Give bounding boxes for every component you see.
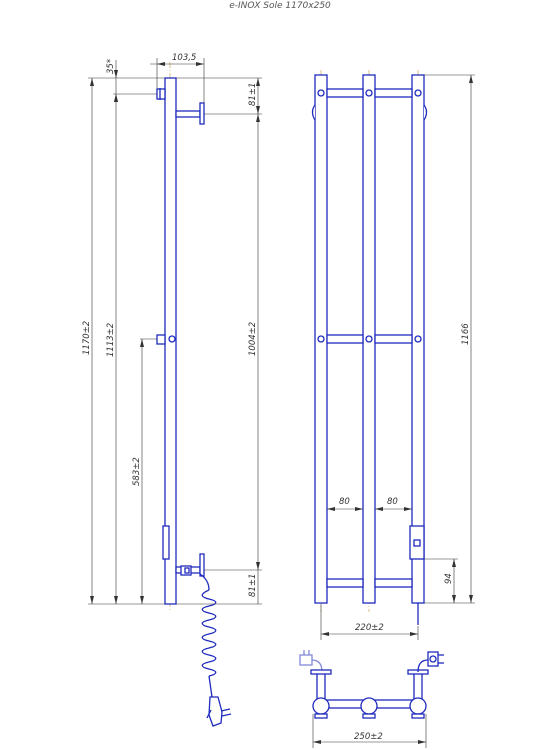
top-view-dimensions: 250±2	[312, 714, 427, 748]
side-top-stub	[175, 102, 205, 125]
dim-rail-gap-left: 80	[339, 497, 350, 507]
dim-heater-box-height: 94	[444, 573, 454, 584]
front-crossbar-top-right	[374, 88, 413, 98]
front-crossbar-top-left	[326, 88, 364, 98]
plug-icon	[206, 696, 232, 727]
dim-top-offset: 35*	[106, 59, 116, 74]
side-top-bracket	[156, 88, 166, 100]
front-crossbar-bottom-left	[326, 578, 364, 588]
side-view	[156, 62, 232, 727]
side-dimensions: 1170±2 1113±2 583±2 35* 103,5 81±1	[82, 53, 262, 605]
front-crossbar-middle-right	[374, 334, 413, 344]
side-middle-bracket	[156, 334, 176, 345]
front-dimensions: 1166 80 80 94 220±2	[320, 74, 475, 640]
front-crossbar-middle-left	[326, 334, 364, 344]
dim-rail-gap-right: 80	[387, 497, 398, 507]
dim-mount-spacing: 1004±2	[248, 322, 258, 356]
dim-total-height: 1170±2	[82, 321, 92, 355]
dim-overall-width: 250±2	[354, 732, 383, 742]
side-heater-box	[162, 525, 170, 560]
dim-upper-offset: 81±1	[248, 83, 258, 106]
top-view	[299, 650, 444, 719]
dim-rail-height: 1166	[461, 323, 471, 345]
drawing-title: e-INOX Sole 1170x250	[229, 1, 331, 11]
side-bottom-stub	[175, 553, 205, 577]
dim-center-distance: 220±2	[355, 623, 384, 633]
dim-upper-mount-height: 1113±2	[106, 323, 116, 357]
top-view-left-connector	[299, 650, 323, 673]
top-view-right-connector	[417, 651, 444, 673]
coiled-cable	[199, 573, 217, 698]
dim-side-depth: 103,5	[172, 53, 196, 63]
front-view	[311, 70, 428, 625]
dim-lower-offset: 81±1	[248, 574, 258, 597]
dim-lower-mount-height: 583±2	[132, 457, 142, 486]
front-crossbar-bottom-right	[374, 578, 413, 588]
